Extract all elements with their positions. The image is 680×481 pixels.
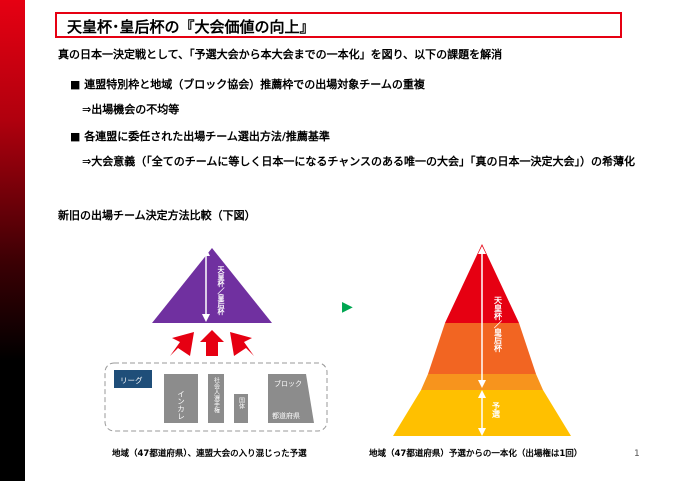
league-block xyxy=(114,370,152,388)
slide-title: 天皇杯･皇后杯の『大会価値の向上』 xyxy=(67,18,315,36)
workers-label: 社会人選手権 xyxy=(213,376,220,414)
lower-label: 予選 xyxy=(492,402,501,419)
upper-label: 天皇杯／皇后杯 xyxy=(493,296,503,353)
intercollege-block xyxy=(164,374,198,423)
bullet-2: ■ 各連盟に委任された出場チーム選出方法/推薦基準 xyxy=(70,130,330,143)
red-arrow-left xyxy=(170,332,194,356)
block-assoc-block xyxy=(268,374,314,423)
page-number: 1 xyxy=(634,449,640,459)
kokutai-label: 国体 xyxy=(238,397,245,410)
sub-point-2: ⇒大会意義（「全てのチームに等しく日本一になるチャンスのある唯一の大会」「真の日… xyxy=(82,155,636,168)
qualifier-group-frame xyxy=(104,362,328,432)
block-assoc-label: ブロック xyxy=(274,379,302,388)
purple-pyramid xyxy=(152,248,272,323)
kokutai-block xyxy=(234,394,248,423)
red-arrow-right xyxy=(230,332,254,356)
right-diagram: 天皇杯／皇后杯 予選 xyxy=(393,244,571,436)
intro-text: 真の日本一決定戦として、「予選大会から本大会までの一本化」を図り、以下の課題を解… xyxy=(58,48,503,61)
sub-point-1: ⇒出場機会の不均等 xyxy=(82,103,180,116)
pyramid-label: 天皇杯／皇后杯 xyxy=(217,266,226,316)
intercollege-label: インカレ xyxy=(177,390,186,420)
left-diagram: 天皇杯／皇后杯 リーグ インカレ 社会人選手権 国体 ブロック 都道府県 xyxy=(104,248,328,432)
bullet-1: ■ 連盟特別枠と地域（ブロック協会）推薦枠での出場対象チームの重複 xyxy=(70,78,425,91)
transition-arrow-icon: ▶ xyxy=(342,299,353,315)
red-arrow-center xyxy=(200,330,224,356)
section-heading: 新旧の出場チーム決定方法比較（下図） xyxy=(58,209,256,222)
right-caption: 地域（47都道府県）予選からの一本化（出場権は1回） xyxy=(369,449,583,459)
left-caption: 地域（47都道府県）、連盟大会の入り混じった予選 xyxy=(112,449,307,459)
prefecture-label: 都道府県 xyxy=(272,411,300,420)
sidebar-gradient-bar xyxy=(0,0,25,481)
workers-block xyxy=(208,374,224,423)
league-label: リーグ xyxy=(120,375,143,385)
title-box: 天皇杯･皇后杯の『大会価値の向上』 xyxy=(55,12,622,38)
